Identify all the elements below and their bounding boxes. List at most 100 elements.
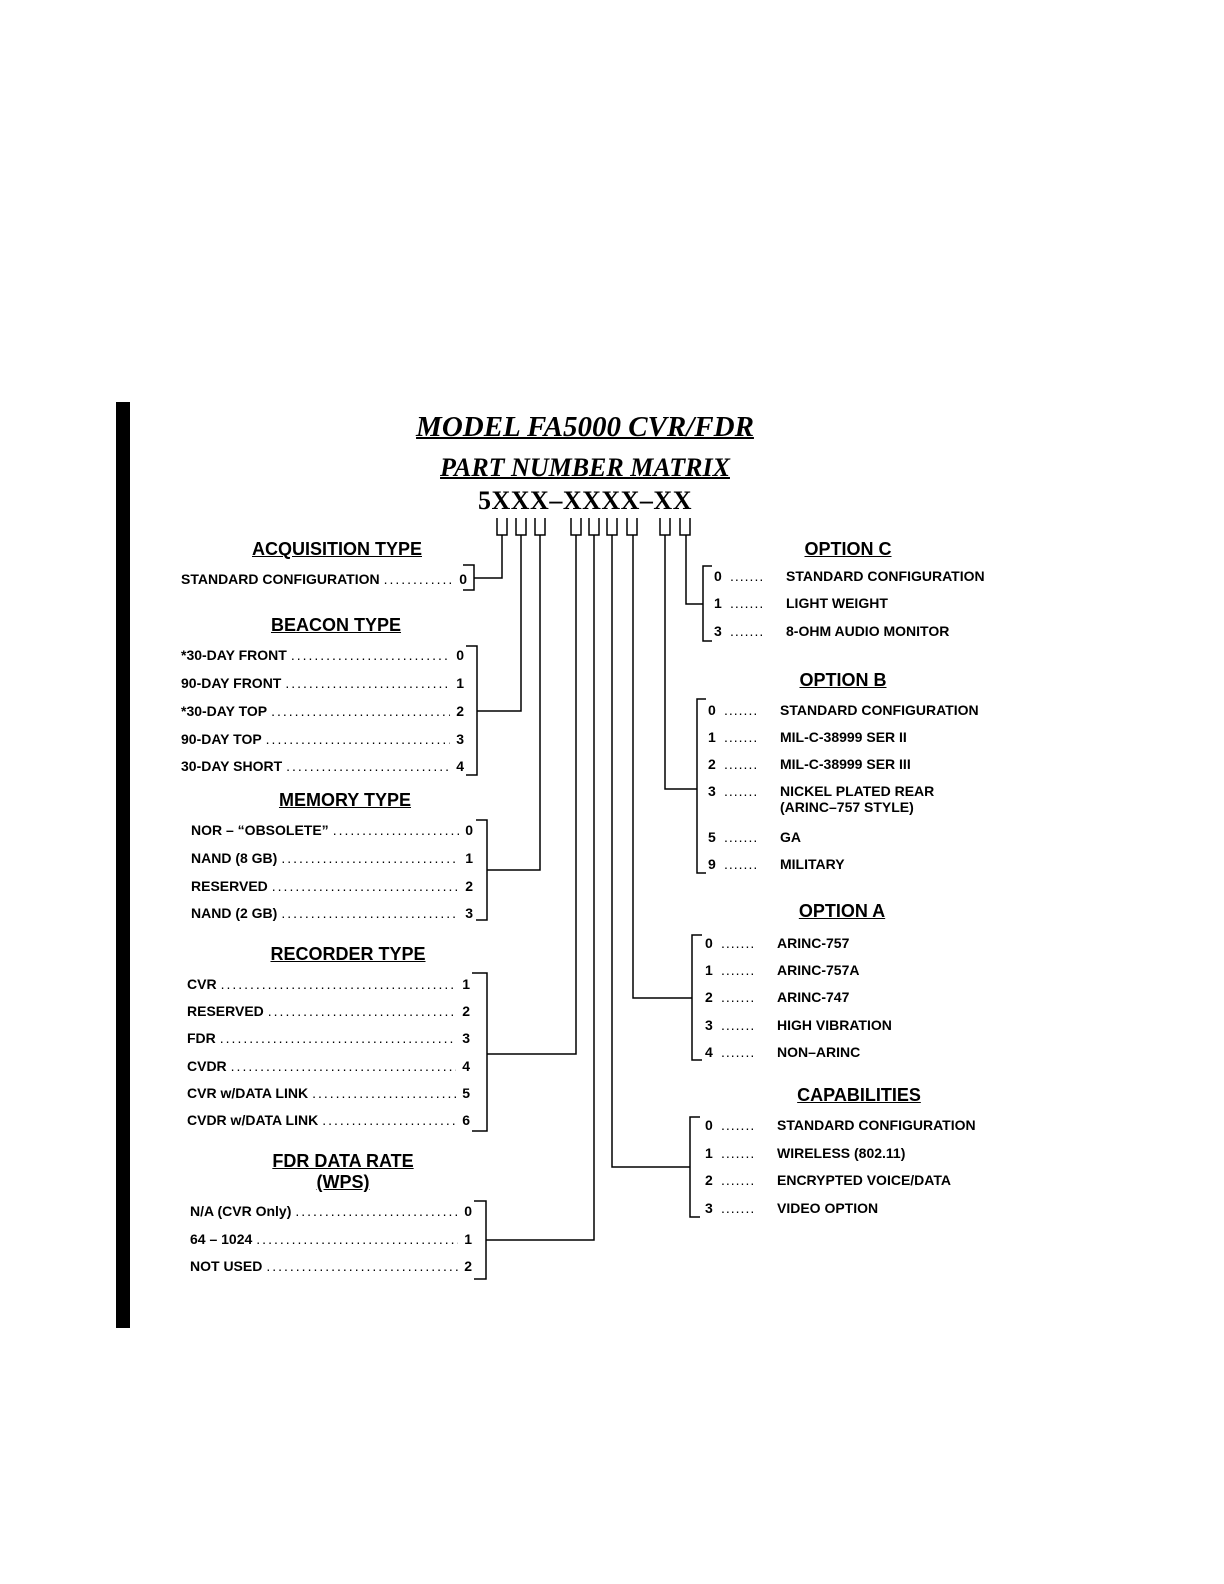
item-label: CVR w/DATA LINK [187, 1085, 309, 1101]
item-code: 2 [462, 1003, 470, 1019]
item-label: ENCRYPTED VOICE/DATA [777, 1172, 951, 1188]
item-label: ARINC-757 [777, 935, 850, 951]
item-code: 4 [456, 758, 464, 774]
diagram-title: MODEL FA5000 CVR/FDR [416, 411, 754, 443]
beacon-item-0: *30-DAY FRONT 0 [181, 647, 464, 663]
item-code: 0 [459, 571, 467, 587]
leader-dots: ....... [721, 1172, 756, 1188]
option-a-item-0: 0....... ARINC-757 [705, 935, 849, 951]
item-label: NOT USED [190, 1258, 263, 1274]
option-b-connector [664, 535, 706, 874]
recorder-item-2: FDR3 [187, 1030, 470, 1046]
item-label: NOR – “OBSOLETE” [191, 822, 329, 838]
leader-dots: ....... [730, 595, 765, 611]
option-b-heading: OPTION B [799, 670, 887, 690]
item-code: 0 [705, 1117, 713, 1133]
beacon-type-heading: BEACON TYPE [270, 615, 402, 635]
item-code: 3 [465, 905, 473, 921]
item-code: 1 [456, 675, 464, 691]
item-label: *30-DAY TOP [181, 703, 268, 719]
leader-dots: ....... [724, 856, 759, 872]
beacon-item-2: *30-DAY TOP 2 [181, 703, 464, 719]
item-code: 4 [705, 1044, 713, 1060]
item-label: RESERVED [187, 1003, 264, 1019]
option-b-item-5: 9.......MILITARY [708, 856, 845, 872]
item-code: 1 [465, 850, 473, 866]
leader-dots: ....... [721, 1044, 756, 1060]
recorder-item-4: CVR w/DATA LINK5 [187, 1085, 470, 1101]
item-code: 0 [708, 702, 716, 718]
fdr-data-rate-heading: FDR DATA RATE [272, 1151, 414, 1171]
memory-item-0: NOR – “OBSOLETE” 0 [191, 822, 473, 838]
leader-dots: ....... [724, 729, 759, 745]
memory-type-heading: MEMORY TYPE [278, 790, 412, 810]
acquisition-item-0: STANDARD CONFIGURATION 0 [181, 571, 467, 587]
acquisition-type-heading: ACQUISITION TYPE [251, 539, 423, 559]
beacon-item-1: 90-DAY FRONT1 [181, 675, 464, 691]
item-code: 2 [705, 1172, 713, 1188]
item-code: 4 [462, 1058, 470, 1074]
item-label: NAND (8 GB) [191, 850, 278, 866]
option-a-item-3: 3.......HIGH VIBRATION [705, 1017, 892, 1033]
item-code: 3 [456, 731, 464, 747]
leader-dots: ....... [721, 1117, 756, 1133]
fdr-data-rate-connector [474, 535, 595, 1280]
item-code: 9 [708, 856, 716, 872]
fdr-rate-item-0: N/A (CVR Only)0 [190, 1203, 472, 1219]
option-b-item-4: 5.......GA [708, 829, 801, 845]
item-code: 0 [714, 568, 722, 584]
item-code: 0 [465, 822, 473, 838]
recorder-item-1: RESERVED 2 [187, 1003, 470, 1019]
fdr-rate-item-1: 64 – 10241 [190, 1231, 472, 1247]
leader-dots: ....... [730, 623, 765, 639]
capabilities-heading: CAPABILITIES [797, 1085, 921, 1105]
item-label: GA [780, 829, 801, 845]
item-code: 0 [705, 935, 713, 951]
leader-dots: ....... [721, 1145, 756, 1161]
digit-slot-markers [496, 518, 691, 536]
item-label: MIL-C-38999 SER III [780, 756, 911, 772]
item-code: 0 [456, 647, 464, 663]
item-code: 1 [464, 1231, 472, 1247]
leader-dots: ....... [730, 568, 765, 584]
item-label: CVDR [187, 1058, 227, 1074]
item-code: 2 [465, 878, 473, 894]
leader-dots: ....... [721, 1200, 756, 1216]
item-label: CVR [187, 976, 217, 992]
item-label: *30-DAY FRONT [181, 647, 287, 663]
memory-item-3: NAND (2 GB) 3 [191, 905, 473, 921]
item-code: 3 [714, 623, 722, 639]
diagram-subtitle: PART NUMBER MATRIX [440, 453, 730, 482]
leader-dots: ....... [724, 783, 759, 799]
option-c-item-0: 0.......STANDARD CONFIGURATION [714, 568, 985, 584]
option-b-item-0: 0.......STANDARD CONFIGURATION [708, 702, 979, 718]
item-label: VIDEO OPTION [777, 1200, 879, 1216]
item-code: 3 [708, 783, 716, 799]
item-code: 2 [456, 703, 464, 719]
memory-item-1: NAND (8 GB) 1 [191, 850, 473, 866]
item-label: HIGH VIBRATION [777, 1017, 892, 1033]
beacon-connector [466, 535, 522, 776]
item-label: ARINC-757A [777, 962, 860, 978]
item-code: 2 [708, 756, 716, 772]
item-label: NAND (2 GB) [191, 905, 278, 921]
item-code: 1 [714, 595, 722, 611]
item-label: MIL-C-38999 SER II [780, 729, 907, 745]
item-label: 30-DAY SHORT [181, 758, 283, 774]
option-a-item-1: 1.......ARINC-757A [705, 962, 859, 978]
item-label: STANDARD CONFIGURATION [777, 1117, 976, 1133]
capabilities-item-2: 2....... ENCRYPTED VOICE/DATA [705, 1172, 951, 1188]
option-a-item-4: 4.......NON–ARINC [705, 1044, 860, 1060]
item-label: STANDARD CONFIGURATION [181, 571, 380, 587]
leader-dots: ....... [724, 702, 759, 718]
item-label: NICKEL PLATED REAR [780, 783, 935, 799]
leader-dots: ....... [721, 989, 756, 1005]
option-a-heading: OPTION A [798, 901, 886, 921]
item-code: 5 [708, 829, 716, 845]
leader-dots: ....... [721, 935, 756, 951]
item-label: N/A (CVR Only) [190, 1203, 292, 1219]
item-code: 2 [464, 1258, 472, 1274]
option-c-heading: OPTION C [804, 539, 892, 559]
